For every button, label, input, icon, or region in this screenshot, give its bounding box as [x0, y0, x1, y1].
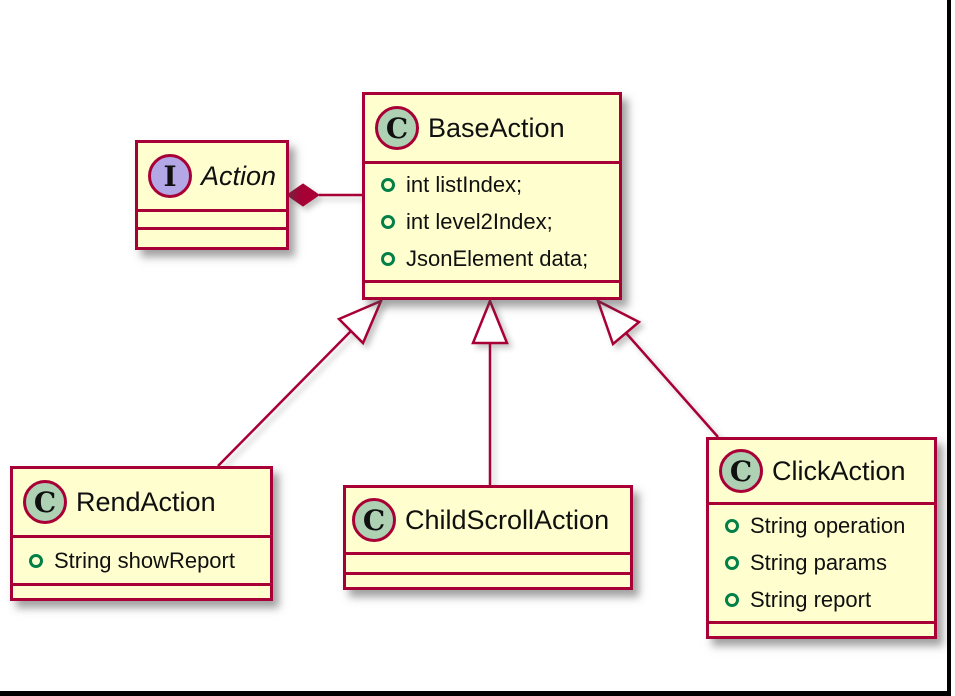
field-row: int level2Index; [381, 209, 613, 235]
class-box-clickaction: C ClickAction String operation String pa… [706, 437, 937, 639]
class-circle-icon: C [352, 498, 396, 542]
field-visibility-icon [381, 178, 395, 192]
class-circle-icon: C [375, 106, 419, 150]
section-divider [138, 227, 286, 230]
section-divider [365, 280, 619, 283]
field-text: String report [750, 587, 872, 612]
class-name: ChildScrollAction [405, 504, 610, 535]
window-frame-bottom-edge [0, 691, 951, 696]
class-name: BaseAction [428, 112, 565, 143]
interface-header: I Action [138, 143, 286, 209]
field-row: String report [725, 587, 928, 613]
field-visibility-icon [725, 519, 739, 533]
methods-section [138, 230, 286, 247]
field-visibility-icon [725, 556, 739, 570]
section-divider [365, 161, 619, 164]
class-name: RendAction [76, 486, 216, 517]
extends-link-rendaction-baseaction [217, 298, 384, 467]
methods-section [346, 575, 630, 587]
class-box-baseaction: C BaseAction int listIndex; int level2In… [362, 92, 622, 300]
field-row: String params [725, 550, 928, 576]
interface-circle-icon: I [148, 154, 192, 198]
field-text: String operation [750, 513, 906, 538]
section-divider [709, 621, 934, 624]
field-row: String operation [725, 513, 928, 539]
field-visibility-icon [29, 553, 43, 568]
class-header: C BaseAction [365, 95, 619, 161]
section-divider [709, 502, 934, 505]
field-visibility-icon [725, 593, 739, 607]
extends-triangle-icon [336, 298, 384, 346]
section-divider [138, 209, 286, 212]
fields-section: String operation String params String re… [709, 505, 934, 621]
extends-triangle-icon [471, 297, 509, 345]
class-name: ClickAction [772, 455, 906, 486]
methods-section [709, 624, 934, 636]
section-divider [13, 535, 270, 538]
field-text: String params [750, 550, 887, 575]
extends-link-clickaction-baseaction [595, 298, 719, 438]
field-row: JsonElement data; [381, 246, 613, 272]
fields-section [346, 555, 630, 572]
field-visibility-icon [381, 252, 395, 266]
window-frame-right-edge [947, 0, 951, 696]
field-text: String showReport [54, 547, 235, 573]
fields-section [138, 212, 286, 227]
class-circle-icon: C [23, 480, 67, 524]
class-circle-icon: C [719, 449, 763, 493]
extends-triangle-icon [595, 298, 642, 347]
class-header: C ClickAction [709, 440, 934, 502]
composition-diamond-icon [286, 183, 320, 207]
class-header: C ChildScrollAction [346, 488, 630, 552]
class-box-rendaction: C RendAction String showReport [10, 466, 273, 601]
class-box-childscrollaction: C ChildScrollAction [343, 485, 633, 590]
field-visibility-icon [381, 215, 395, 229]
field-text: int listIndex; [406, 172, 523, 197]
extends-link-childscrollaction-baseaction [471, 297, 509, 487]
methods-section [13, 586, 270, 598]
composition-link-action-baseaction [286, 183, 362, 207]
field-row: String showReport [29, 548, 264, 574]
field-text: JsonElement data; [406, 246, 589, 271]
field-row: int listIndex; [381, 172, 613, 198]
methods-section [365, 283, 619, 297]
fields-section: String showReport [13, 538, 270, 583]
fields-section: int listIndex; int level2Index; JsonElem… [365, 164, 619, 280]
interface-name: Action [201, 160, 277, 191]
section-divider [346, 552, 630, 555]
section-divider [13, 583, 270, 586]
field-text: int level2Index; [406, 209, 553, 234]
section-divider [346, 572, 630, 575]
interface-box-action: I Action [135, 140, 289, 250]
class-header: C RendAction [13, 469, 270, 535]
